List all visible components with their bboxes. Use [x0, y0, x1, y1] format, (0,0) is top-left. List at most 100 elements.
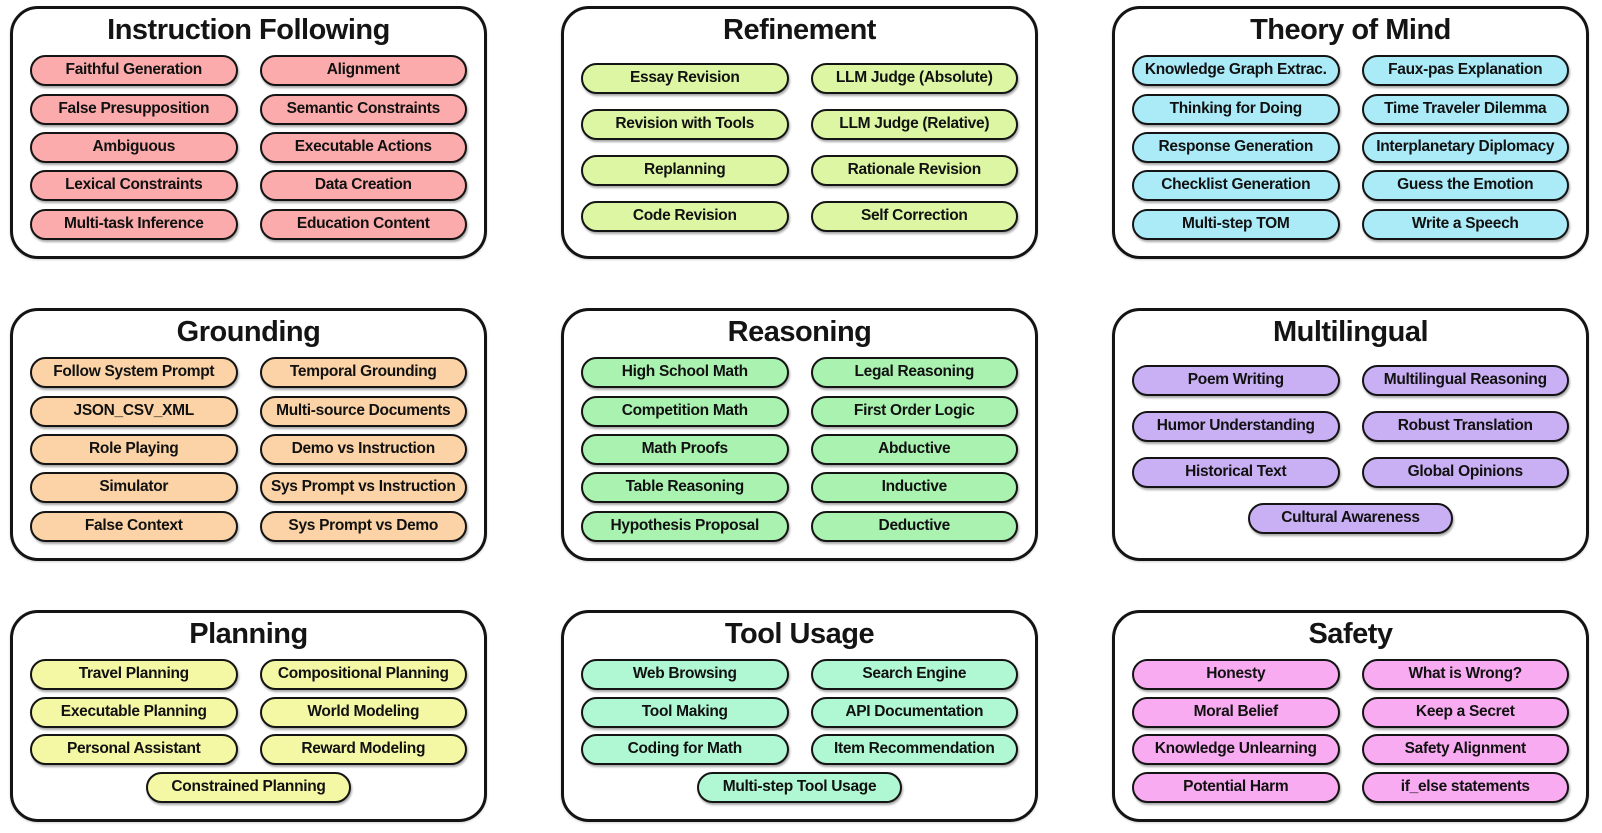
task-pill-interplanetary-diplomacy: Interplanetary Diplomacy — [1361, 131, 1569, 163]
task-pill-knowledge-graph-extrac: Knowledge Graph Extrac. — [1132, 55, 1340, 87]
task-pill-sys-prompt-vs-instruction: Sys Prompt vs Instruction — [259, 472, 467, 504]
task-pill-demo-vs-instruction: Demo vs Instruction — [259, 433, 467, 465]
task-pill-humor-understanding: Humor Understanding — [1132, 411, 1340, 442]
task-pill-personal-assistant: Personal Assistant — [30, 734, 238, 766]
task-pill-guess-the-emotion: Guess the Emotion — [1361, 170, 1569, 202]
task-pill-ambiguous: Ambiguous — [30, 131, 238, 163]
task-pill-inductive: Inductive — [810, 472, 1018, 504]
task-pill-executable-actions: Executable Actions — [259, 131, 467, 163]
task-pill-global-opinions: Global Opinions — [1361, 457, 1569, 488]
category-title: Grounding — [176, 316, 321, 348]
category-box-safety: Safety Honesty What is Wrong? Moral Belief… — [1112, 610, 1589, 822]
category-title: Refinement — [723, 14, 876, 46]
category-title: Planning — [189, 618, 308, 650]
task-pill-role-playing: Role Playing — [30, 433, 238, 465]
category-box-planning: Planning Travel Planning Compositional Pl… — [10, 610, 487, 822]
task-pill-time-traveler-dilemma: Time Traveler Dilemma — [1361, 93, 1569, 125]
task-pill-multi-step-tom: Multi-step TOM — [1132, 208, 1340, 240]
task-pill-code-revision: Code Revision — [581, 201, 789, 232]
task-pill-follow-system-prompt: Follow System Prompt — [30, 357, 238, 389]
task-pill-search-engine: Search Engine — [810, 658, 1018, 690]
task-pill-self-correction: Self Correction — [810, 201, 1018, 232]
task-pill-web-browsing: Web Browsing — [581, 658, 789, 690]
task-pill-replanning: Replanning — [581, 155, 789, 186]
task-pill-revision-with-tools: Revision with Tools — [581, 109, 789, 140]
task-pill-semantic-constraints: Semantic Constraints — [259, 93, 467, 125]
task-pill-rationale-revision: Rationale Revision — [810, 155, 1018, 186]
category-box-instruction-following: Instruction Following Faithful Generatio… — [10, 6, 487, 259]
category-title: Multilingual — [1272, 316, 1429, 348]
task-pill-legal-reasoning: Legal Reasoning — [810, 357, 1018, 389]
task-pill-false-presupposition: False Presupposition — [30, 93, 238, 125]
task-pill-alignment: Alignment — [259, 55, 467, 87]
category-box-theory-of-mind: Theory of Mind Knowledge Graph Extrac. Fa… — [1112, 6, 1589, 259]
task-pill-api-documentation: API Documentation — [810, 696, 1018, 728]
task-pill-education-content: Education Content — [259, 208, 467, 240]
category-box-refinement: Refinement Essay Revision LLM Judge (Abso… — [561, 6, 1038, 259]
task-pill-faux-pas-explanation: Faux-pas Explanation — [1361, 55, 1569, 87]
category-title: Tool Usage — [724, 618, 875, 650]
task-pill-table-reasoning: Table Reasoning — [581, 472, 789, 504]
task-pill-first-order-logic: First Order Logic — [810, 395, 1018, 427]
task-pill-knowledge-unlearning: Knowledge Unlearning — [1132, 734, 1340, 766]
task-pill-executable-planning: Executable Planning — [30, 696, 238, 728]
task-pill-tool-making: Tool Making — [581, 696, 789, 728]
task-pill-temporal-grounding: Temporal Grounding — [259, 357, 467, 389]
task-pill-essay-revision: Essay Revision — [581, 63, 789, 94]
category-title: Safety — [1308, 618, 1393, 650]
category-title: Instruction Following — [107, 14, 390, 46]
task-pill-reward-modeling: Reward Modeling — [259, 734, 467, 766]
task-pill-multi-task-inference: Multi-task Inference — [30, 208, 238, 240]
category-box-grounding: Grounding Follow System Prompt Temporal G… — [10, 308, 487, 561]
task-pill-honesty: Honesty — [1132, 658, 1340, 690]
category-box-reasoning: Reasoning High School Math Legal Reasonin… — [561, 308, 1038, 561]
category-title: Reasoning — [727, 316, 872, 348]
task-pill-high-school-math: High School Math — [581, 357, 789, 389]
task-pill-potential-harm: Potential Harm — [1132, 772, 1340, 804]
task-pill-compositional-planning: Compositional Planning — [259, 658, 467, 690]
task-pill-deductive: Deductive — [810, 510, 1018, 542]
task-pill-llm-judge-relative: LLM Judge (Relative) — [810, 109, 1018, 140]
task-pill-checklist-generation: Checklist Generation — [1132, 170, 1340, 202]
task-pill-data-creation: Data Creation — [259, 170, 467, 202]
task-pill-travel-planning: Travel Planning — [30, 658, 238, 690]
task-pill-response-generation: Response Generation — [1132, 131, 1340, 163]
task-pill-faithful-generation: Faithful Generation — [30, 55, 238, 87]
task-pill-historical-text: Historical Text — [1132, 457, 1340, 488]
task-pill-math-proofs: Math Proofs — [581, 433, 789, 465]
task-pill-if-else-statements: if_else statements — [1361, 772, 1569, 804]
task-pill-abductive: Abductive — [810, 433, 1018, 465]
task-pill-competition-math: Competition Math — [581, 395, 789, 427]
task-pill-multi-source-documents: Multi-source Documents — [259, 395, 467, 427]
task-pill-safety-alignment: Safety Alignment — [1361, 734, 1569, 766]
pill-list: Essay Revision LLM Judge (Absolute) Revisi… — [579, 48, 1020, 247]
task-pill-item-recommendation: Item Recommendation — [810, 734, 1018, 766]
task-pill-cultural-awareness: Cultural Awareness — [1248, 503, 1453, 534]
task-pill-llm-judge-absolute: LLM Judge (Absolute) — [810, 63, 1018, 94]
task-pill-hypothesis-proposal: Hypothesis Proposal — [581, 510, 789, 542]
pill-list: Knowledge Graph Extrac. Faux-pas Explanat… — [1130, 48, 1571, 247]
task-pill-keep-a-secret: Keep a Secret — [1361, 696, 1569, 728]
task-pill-what-is-wrong: What is Wrong? — [1361, 658, 1569, 690]
task-pill-moral-belief: Moral Belief — [1132, 696, 1340, 728]
task-pill-constrained-planning: Constrained Planning — [146, 772, 351, 804]
task-pill-false-context: False Context — [30, 510, 238, 542]
task-pill-thinking-for-doing: Thinking for Doing — [1132, 93, 1340, 125]
task-pill-multilingual-reasoning: Multilingual Reasoning — [1361, 365, 1569, 396]
task-pill-robust-translation: Robust Translation — [1361, 411, 1569, 442]
task-pill-simulator: Simulator — [30, 472, 238, 504]
category-title: Theory of Mind — [1250, 14, 1451, 46]
task-pill-json-csv-xml: JSON_CSV_XML — [30, 395, 238, 427]
task-pill-multi-step-tool-usage: Multi-step Tool Usage — [697, 772, 902, 804]
task-pill-write-a-speech: Write a Speech — [1361, 208, 1569, 240]
task-pill-lexical-constraints: Lexical Constraints — [30, 170, 238, 202]
task-pill-coding-for-math: Coding for Math — [581, 734, 789, 766]
